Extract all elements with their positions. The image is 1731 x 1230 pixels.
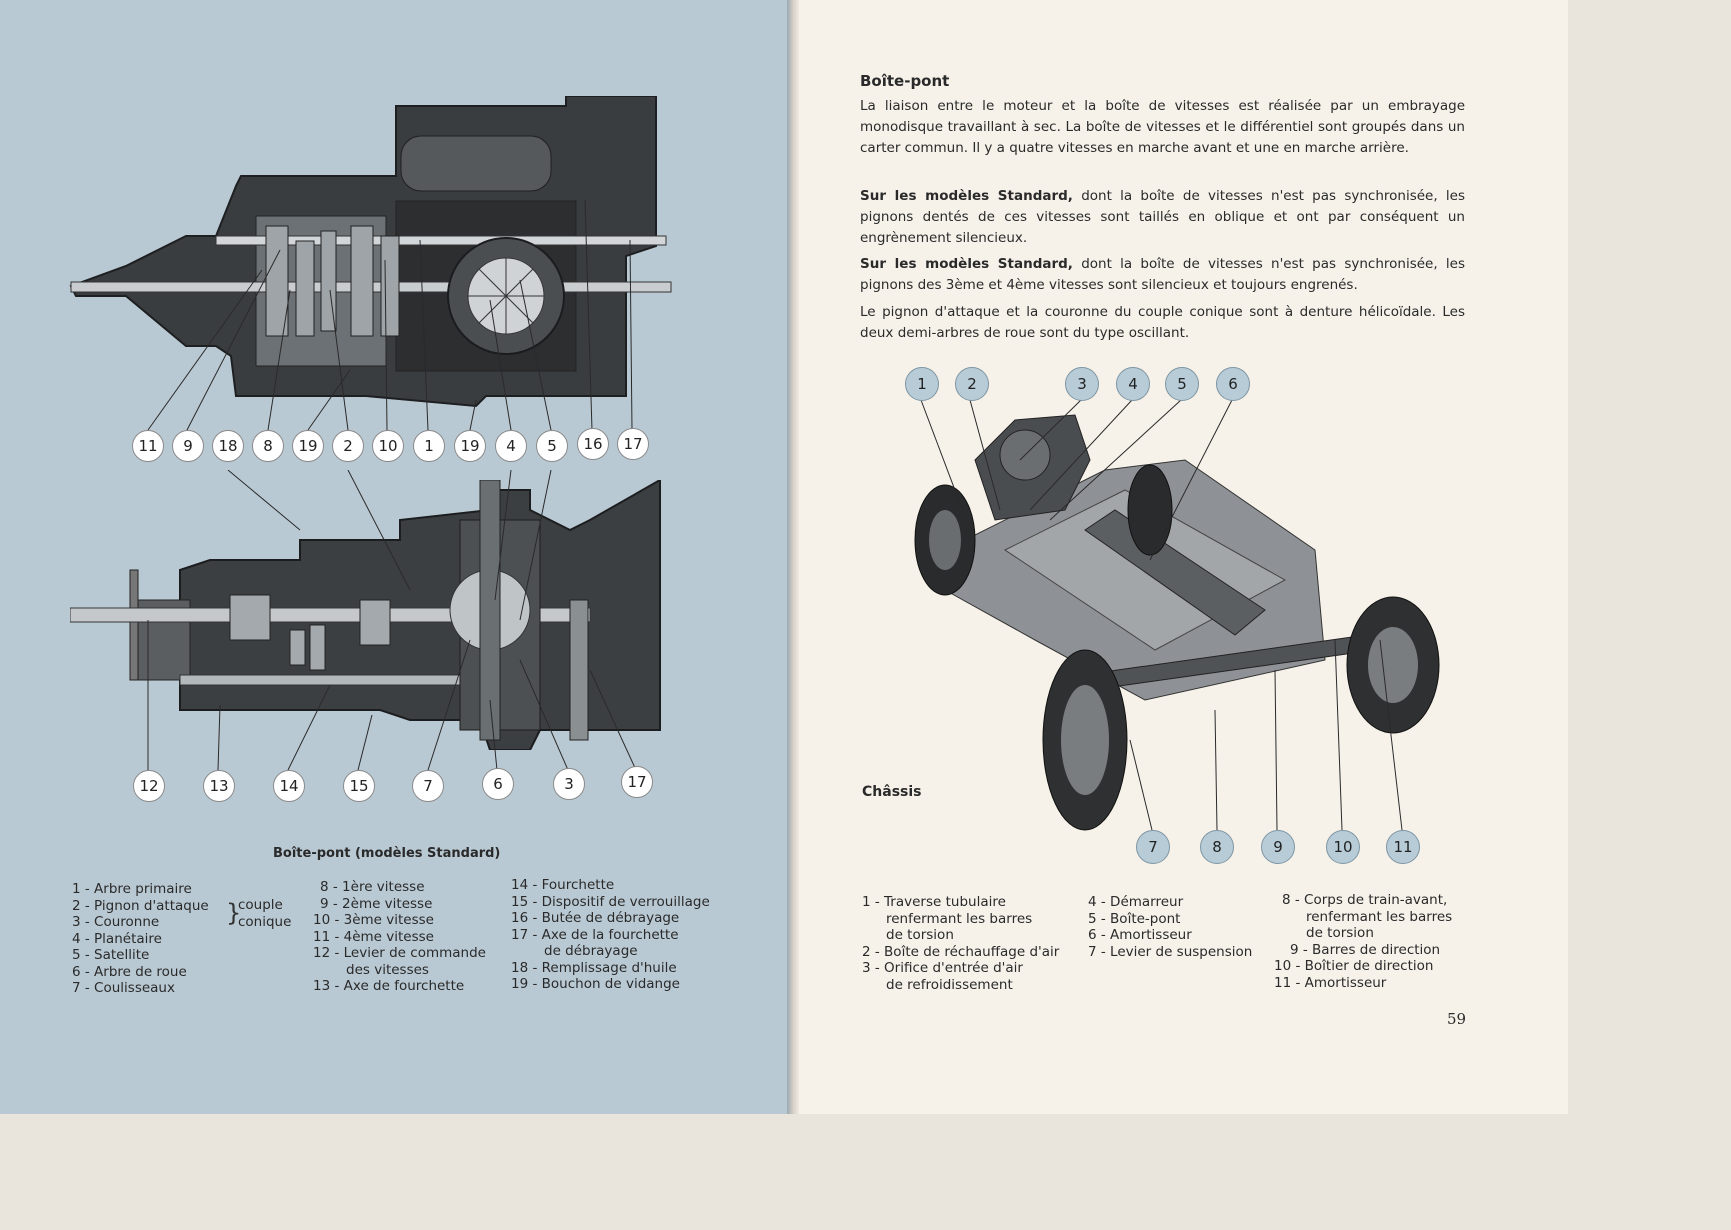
bottom-leader-lines [147, 470, 637, 770]
legend-item: de refroidissement [886, 976, 1013, 993]
legend-item: 1 - Arbre primaire [72, 881, 192, 897]
callout-top-1: 11 [132, 430, 164, 462]
legend-item: 7 - Coulisseaux [72, 980, 175, 996]
paragraph-3-bold: Sur les modèles Standard, [860, 256, 1073, 272]
callout-bottom-1: 12 [133, 770, 165, 802]
legend-item: renfermant les barres [886, 910, 1033, 927]
paragraph-2: Sur les modèles Standard, dont la boîte … [860, 186, 1465, 249]
callout-top-8: 1 [413, 430, 445, 462]
top-leader-lines [147, 199, 633, 431]
callout-top-4: 8 [252, 430, 284, 462]
legend-item: 6 - Amortisseur [1088, 927, 1192, 943]
chassis-callout-7: 7 [1136, 830, 1170, 864]
callout-top-7: 10 [372, 430, 404, 462]
section-heading: Boîte-pont [860, 72, 950, 90]
callout-top-9: 19 [454, 430, 486, 462]
book-gutter [787, 0, 799, 1114]
legend-item: 2 - Boîte de réchauffage d'air [862, 943, 1060, 960]
legend-item: 15 - Dispositif de verrouillage [511, 893, 710, 910]
chassis-label: Châssis [862, 784, 922, 800]
gearbox-legend-col2: 8 - 1ère vitesse 9 - 2ème vitesse 10 - 3… [313, 879, 486, 995]
brace-line: couple [238, 897, 283, 913]
brace-line: conique [238, 913, 292, 930]
chassis-legend-col3: 8 - Corps de train-avant, renfermant les… [1274, 892, 1453, 991]
legend-item: 1 - Traverse tubulaire [862, 894, 1006, 910]
gearbox-top-cutaway-image [66, 96, 676, 416]
callout-bottom-6: 6 [482, 768, 514, 800]
chassis-callout-8: 8 [1200, 830, 1234, 864]
legend-item: de torsion [1306, 925, 1374, 941]
chassis-callout-11: 11 [1386, 830, 1420, 864]
legend-item: 3 - Orifice d'entrée d'air [862, 960, 1023, 976]
paragraph-2-text: dont la boîte de vitesses n'est pas sync… [860, 188, 1465, 246]
callout-bottom-4: 15 [343, 770, 375, 802]
legend-item: 9 - 2ème vitesse [320, 895, 433, 912]
paragraph-3-text: dont la boîte de vitesses n'est pas sync… [860, 256, 1465, 293]
legend-item: 5 - Boîte-pont [1088, 910, 1181, 927]
paragraph-3: Sur les modèles Standard, dont la boîte … [860, 254, 1465, 296]
legend-item: 18 - Remplissage d'huile [511, 959, 677, 976]
chassis-callout-3: 3 [1065, 367, 1099, 401]
chassis-leader-lines [920, 399, 1403, 831]
legend-item: 9 - Barres de direction [1290, 941, 1441, 958]
legend-item: 11 - Amortisseur [1274, 974, 1387, 991]
legend-item: 16 - Butée de débrayage [511, 910, 680, 926]
paragraph-1: La liaison entre le moteur et la boîte d… [860, 98, 1465, 156]
legend-item: des vitesses [346, 961, 429, 978]
legend-item: 8 - 1ère vitesse [320, 879, 425, 895]
callout-bottom-7: 3 [553, 768, 585, 800]
gearbox-bottom-cutaway-image [70, 480, 670, 750]
callout-top-3: 18 [212, 430, 244, 462]
chassis-callout-1: 1 [905, 367, 939, 401]
brace-glyph: } [226, 899, 242, 927]
gearbox-legend-col3: 14 - Fourchette 15 - Dispositif de verro… [511, 877, 710, 993]
legend-item: 6 - Arbre de roue [72, 963, 187, 980]
chassis-photo [905, 400, 1445, 840]
legend-item: 13 - Axe de fourchette [313, 978, 465, 994]
legend-item: 2 - Pignon d'attaque [72, 897, 209, 914]
callout-top-6: 2 [332, 430, 364, 462]
chassis-callout-5: 5 [1165, 367, 1199, 401]
legend-item: 12 - Levier de commande [313, 945, 486, 961]
legend-item: 10 - 3ème vitesse [313, 912, 434, 928]
legend-item: 14 - Fourchette [511, 877, 615, 893]
legend-item: 8 - Corps de train-avant, [1282, 892, 1448, 908]
legend-item: 5 - Satellite [72, 947, 150, 963]
legend-item: de torsion [886, 927, 954, 943]
chassis-callout-6: 6 [1216, 367, 1250, 401]
callout-top-2: 9 [172, 430, 204, 462]
callout-top-10: 4 [495, 430, 527, 462]
legend-item: 4 - Planétaire [72, 930, 162, 947]
legend-item: 19 - Bouchon de vidange [511, 976, 680, 992]
callout-top-5: 19 [292, 430, 324, 462]
paragraph-4: Le pignon d'attaque et la couronne du co… [860, 304, 1465, 341]
chassis-callout-9: 9 [1261, 830, 1295, 864]
callout-bottom-5: 7 [412, 770, 444, 802]
legend-item: 4 - Démarreur [1088, 894, 1184, 910]
callout-top-13: 17 [617, 428, 649, 460]
callout-bottom-2: 13 [203, 770, 235, 802]
brace-label: couple conique [238, 897, 291, 930]
legend-item: de débrayage [544, 943, 638, 959]
legend-item: 11 - 4ème vitesse [313, 928, 434, 945]
chassis-callout-10: 10 [1326, 830, 1360, 864]
callout-bottom-3: 14 [273, 770, 305, 802]
callout-top-12: 16 [577, 428, 609, 460]
legend-item: renfermant les barres [1306, 908, 1453, 925]
legend-item: 7 - Levier de suspension [1088, 943, 1253, 960]
gearbox-caption: Boîte-pont (modèles Standard) [273, 846, 501, 861]
chassis-legend-col2: 4 - Démarreur 5 - Boîte-pont 6 - Amortis… [1088, 894, 1252, 960]
chassis-legend-col1: 1 - Traverse tubulaire renfermant les ba… [862, 894, 1059, 993]
page-number: 59 [1447, 1010, 1467, 1028]
callout-bottom-8: 17 [621, 766, 653, 798]
chassis-callout-4: 4 [1116, 367, 1150, 401]
gearbox-legend-col1: 1 - Arbre primaire 2 - Pignon d'attaque … [72, 881, 209, 997]
legend-item: 10 - Boîtier de direction [1274, 958, 1434, 974]
legend-item: 3 - Couronne [72, 914, 160, 930]
legend-item: 17 - Axe de la fourchette [511, 926, 679, 943]
chassis-callout-2: 2 [955, 367, 989, 401]
callout-top-11: 5 [536, 430, 568, 462]
paragraph-2-bold: Sur les modèles Standard, [860, 188, 1073, 204]
